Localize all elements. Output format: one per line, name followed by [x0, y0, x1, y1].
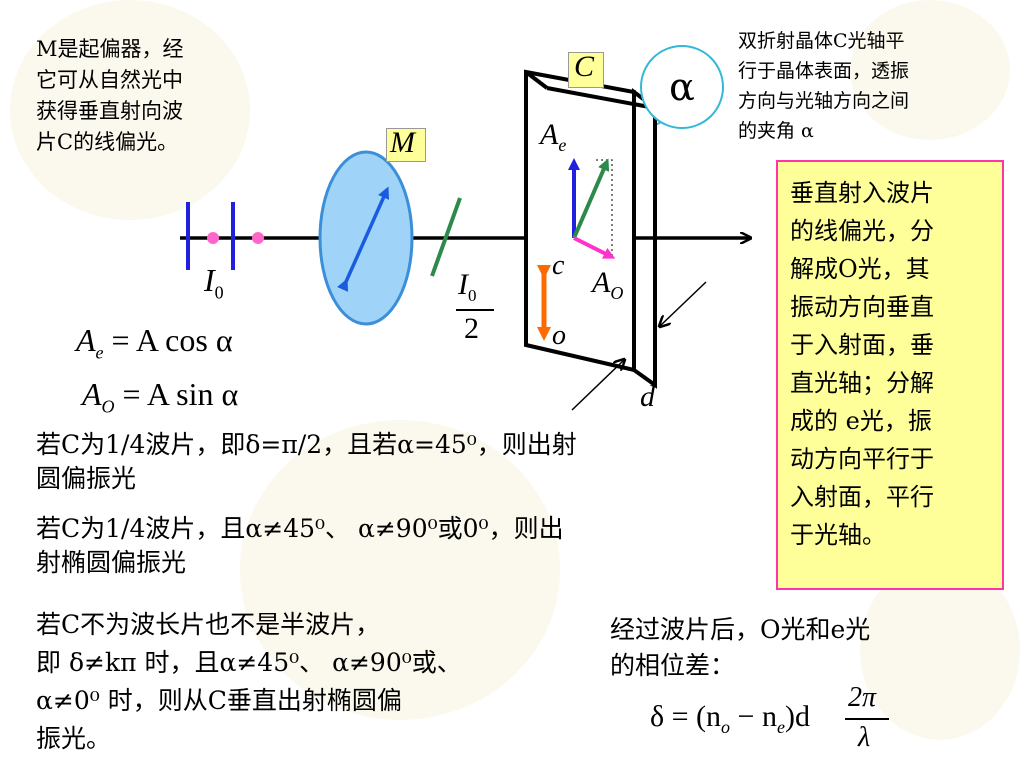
ao-vector: [573, 236, 616, 259]
phase-difference-equation: δ = (no − ne)d: [650, 700, 810, 737]
natural-light-dot-2: [252, 232, 264, 244]
label-polarizer-m: M: [390, 126, 415, 159]
background-flower-2: [240, 420, 560, 720]
label-i0: I0: [204, 262, 224, 303]
thickness-arrow-upper: [660, 281, 707, 326]
natural-light-dot-1: [207, 232, 219, 244]
quarter-wave-elliptical-note: 若C为1/4波片，且α≠45⁰、 α≠90⁰或0⁰，则出 射椭圆偏振光: [36, 514, 564, 577]
quarter-wave-circular-note: 若C为1/4波片，即δ=π/2，且若α=45⁰，则出射 圆偏振光: [36, 430, 577, 493]
label-m-box: [386, 128, 426, 162]
label-c-box: [568, 52, 604, 88]
label-ae: Ae: [540, 118, 567, 155]
label-fraction-denominator: 2: [464, 312, 479, 345]
phase-fraction-bar: [845, 718, 889, 720]
phase-difference-note: 经过波片后，O光和e光 的相位差：: [610, 615, 871, 680]
explanation-box: 垂直射入波片 的线偏光，分 解成O光，其 振动方向垂直 于入射面，垂 直光轴；分…: [776, 160, 1004, 590]
alpha-callout: α: [640, 45, 724, 129]
crystal-note: 双折射晶体C光轴平 行于晶体表面，透振 方向与光轴方向之间 的夹角 α: [738, 30, 910, 142]
label-o-axis: o: [552, 320, 566, 351]
equation-ae: Ae = A cos α: [76, 322, 233, 363]
crystal-plate-top-edge: [524, 70, 549, 90]
polarizer-axis-arrow: [337, 186, 390, 292]
label-thickness-d: d: [640, 380, 655, 413]
label-ao: AO: [592, 266, 624, 303]
background-flower-1: [10, 0, 250, 220]
phase-fraction-denominator: λ: [858, 722, 871, 753]
equation-ao: AO = A sin α: [82, 376, 239, 417]
background-flower-4: [860, 560, 1020, 740]
a-vector: [572, 158, 610, 239]
general-plate-note: 若C不为波长片也不是半波片， 即 δ≠kπ 时，且α≠45⁰、 α≠90⁰或、 …: [36, 610, 462, 753]
phase-fraction-numerator: 2π: [848, 682, 877, 713]
thickness-arrow-lower: [571, 360, 624, 411]
label-c-axis: c: [552, 250, 565, 281]
label-crystal-c: C: [574, 50, 595, 83]
label-fraction-numerator: I0: [458, 268, 477, 305]
background-flower-3: [850, 0, 1010, 140]
linear-polarization-mark: [430, 197, 462, 277]
polarizer-note: M是起偏器，经 它可从自然光中 获得垂直射向波 片C的线偏光。: [36, 37, 184, 154]
